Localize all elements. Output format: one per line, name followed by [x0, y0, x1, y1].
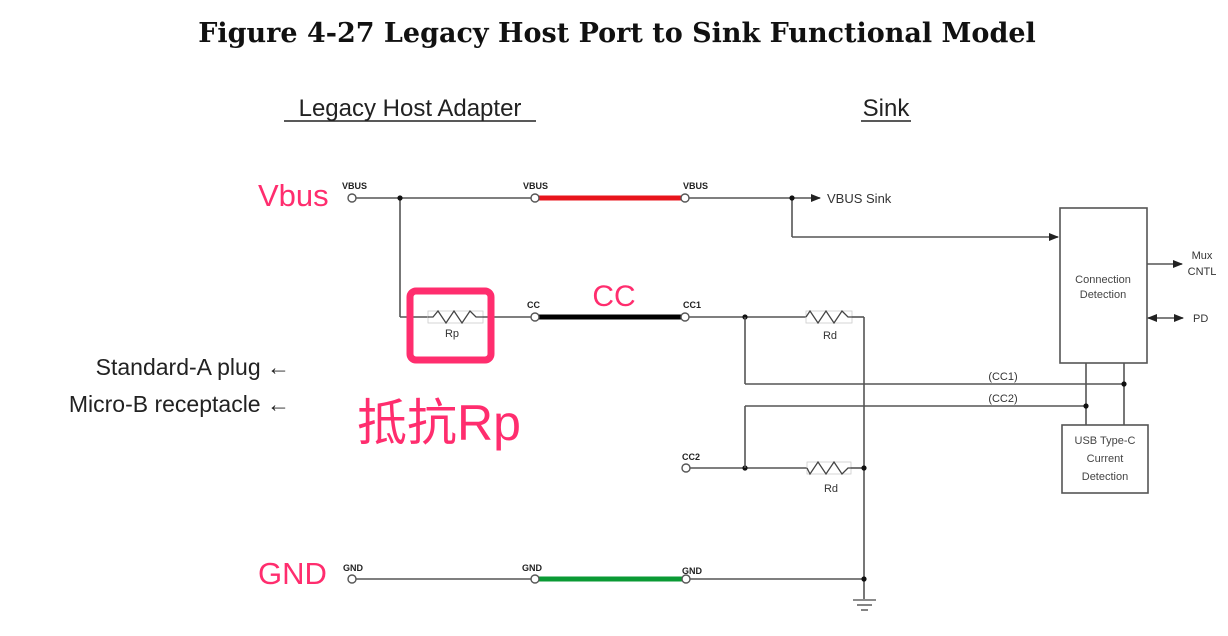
rd2-label: Rd: [824, 483, 838, 495]
rp-label: Rp: [445, 328, 459, 340]
cc2-bus-label: (CC2): [988, 393, 1017, 405]
annotation-vbus: Vbus: [258, 178, 329, 213]
section-legacy-host-adapter: Legacy Host Adapter: [299, 95, 522, 122]
connection-detection-label-2: Detection: [1080, 289, 1126, 301]
rp-highlight-box: [406, 287, 495, 364]
rd1-resistor: [805, 309, 853, 325]
pin-host-vbus: VBUS: [342, 181, 367, 191]
ground-symbol-icon: [853, 599, 876, 611]
cable-cc-left-terminal: [530, 312, 540, 322]
pd-label: PD: [1193, 313, 1208, 325]
section-sink: Sink: [863, 95, 911, 122]
host-vbus-terminal: [347, 193, 357, 203]
pin-sink-cc2: CC2: [682, 452, 700, 462]
pin-cable-cc1-right: CC1: [683, 300, 701, 310]
host-gnd-terminal: [347, 574, 357, 584]
figure-title: Figure 4-27 Legacy Host Port to Sink Fun…: [198, 18, 1036, 49]
cntl-label: CNTL: [1188, 266, 1217, 278]
annotation-gnd: GND: [258, 556, 327, 591]
mux-label: Mux: [1192, 250, 1213, 262]
gnd-net: [347, 574, 876, 611]
connection-detection-label-1: Connection: [1075, 274, 1131, 286]
pin-cable-vbus-left: VBUS: [523, 181, 548, 191]
cc2-net: [681, 405, 1086, 476]
sink-cc2-terminal: [681, 463, 691, 473]
annotation-rp: 抵抗Rp: [357, 395, 521, 451]
cc1-bus-label: (CC1): [988, 371, 1017, 383]
cable-gnd-right-terminal: [681, 574, 691, 584]
current-detection-label-1: USB Type-C: [1075, 435, 1136, 447]
vbus-sink-label: VBUS Sink: [827, 191, 892, 206]
pin-host-gnd: GND: [343, 563, 364, 573]
current-detection-label-3: Detection: [1082, 471, 1128, 483]
cable-cc1-right-terminal: [680, 312, 690, 322]
pin-cable-cc-left: CC: [527, 300, 540, 310]
rd2-resistor: [806, 460, 852, 476]
vbus-net: [347, 193, 1059, 318]
current-detection-label-2: Current: [1087, 453, 1124, 465]
connection-detection-block: [1059, 207, 1148, 364]
cable-gnd-left-terminal: [530, 574, 540, 584]
annotation-cc: CC: [592, 280, 635, 313]
micro-b-receptacle-label: Micro-B receptacle ←: [69, 391, 290, 417]
cc-net: [427, 309, 1124, 599]
pin-cable-gnd-right: GND: [682, 566, 703, 576]
standard-a-plug-label: Standard-A plug ←: [96, 354, 290, 380]
cable-vbus-left-terminal: [530, 193, 540, 203]
pin-cable-gnd-left: GND: [522, 563, 543, 573]
rd1-label: Rd: [823, 330, 837, 342]
rp-resistor: [427, 309, 484, 325]
cable-vbus-right-terminal: [680, 193, 690, 203]
current-detection-block: [1061, 424, 1149, 494]
pin-cable-vbus-right: VBUS: [683, 181, 708, 191]
